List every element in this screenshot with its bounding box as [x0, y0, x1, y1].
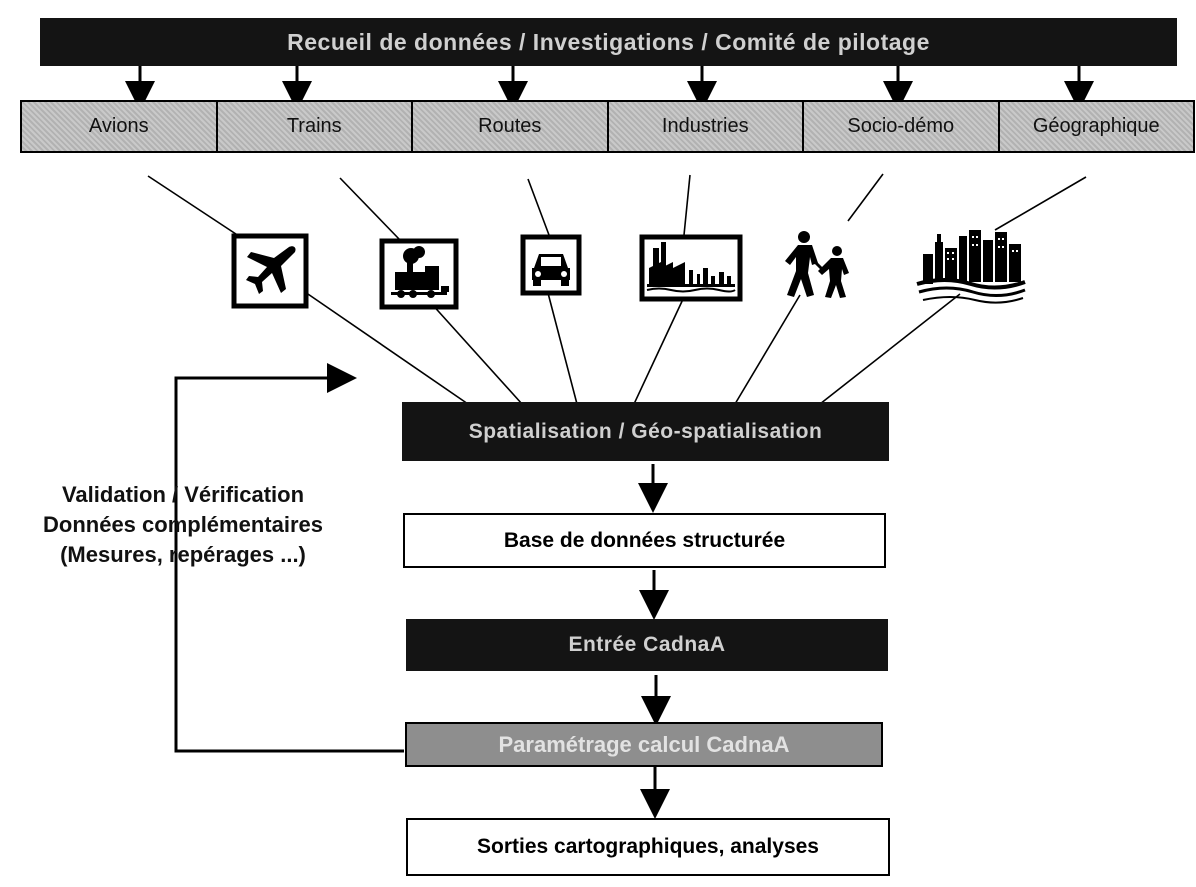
line-train-spatial	[429, 301, 523, 405]
category-row: Avions Trains Routes Industries Socio-dé…	[20, 100, 1195, 153]
category-trains: Trains	[217, 102, 413, 151]
category-avions: Avions	[22, 102, 218, 151]
database-label: Base de données structurée	[503, 528, 786, 552]
line-airplane-spatial	[304, 291, 469, 405]
line-car-spatial	[547, 292, 578, 405]
line-factory-spatial	[633, 296, 685, 405]
feedback-text: Validation / Vérification Données complé…	[22, 480, 344, 570]
line-geo-icon	[994, 176, 1087, 231]
feedback-line-3: (Mesures, repérages ...)	[60, 542, 306, 567]
header-title: Recueil de données / Investigations / Co…	[287, 28, 930, 55]
line-industries-icon	[683, 174, 691, 236]
feedback-loop-arrow	[174, 363, 404, 753]
line-routes-icon	[527, 178, 550, 236]
spatialization-box: Spatialisation / Géo-spatialisation	[402, 402, 889, 461]
line-avions-icon	[147, 175, 246, 241]
outputs-box: Sorties cartographiques, analyses	[406, 818, 890, 876]
category-socio-demo: Socio-démo	[804, 102, 1000, 151]
parameters-box: Paramétrage calcul CadnaA	[405, 722, 883, 767]
spatialization-label: Spatialisation / Géo-spatialisation	[468, 419, 823, 443]
feedback-line-2: Données complémentaires	[43, 512, 323, 537]
line-city-spatial	[819, 293, 961, 405]
header-bar: Recueil de données / Investigations / Co…	[40, 18, 1177, 66]
category-industries: Industries	[608, 102, 804, 151]
parameters-label: Paramétrage calcul CadnaA	[498, 731, 790, 757]
airplane-icon	[231, 233, 309, 309]
line-socio-icon	[847, 173, 884, 222]
outputs-label: Sorties cartographiques, analyses	[477, 835, 819, 858]
entry-label: Entrée CadnaA	[568, 633, 726, 656]
feedback-line-1: Validation / Vérification	[61, 482, 305, 507]
line-trains-icon	[339, 177, 401, 241]
category-geographique: Géographique	[999, 102, 1193, 151]
train-icon	[379, 238, 459, 310]
people-icon	[785, 231, 849, 298]
entry-box: Entrée CadnaA	[406, 619, 888, 671]
factory-icon	[639, 234, 743, 302]
database-box: Base de données structurée	[403, 513, 886, 568]
line-people-spatial	[734, 294, 801, 405]
car-icon	[520, 234, 582, 296]
category-routes: Routes	[413, 102, 609, 151]
city-icon	[916, 230, 1026, 304]
